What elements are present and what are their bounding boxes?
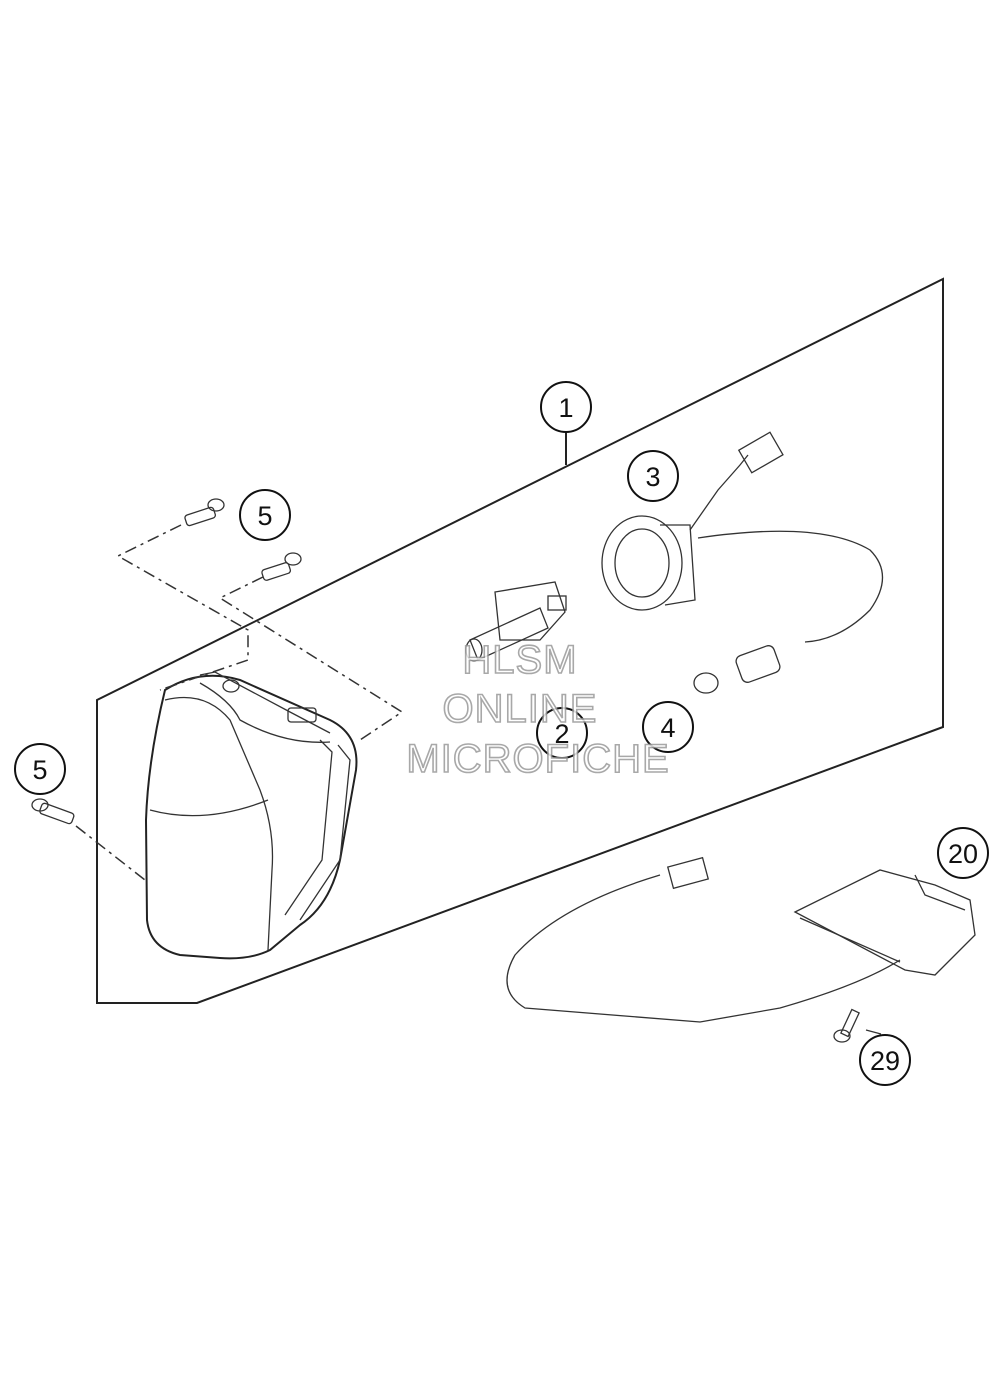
- callout-2-label: 2: [554, 719, 569, 749]
- callout-1: 1: [540, 381, 592, 433]
- parking-bulb: [693, 645, 781, 694]
- callout-29-label: 29: [870, 1046, 900, 1076]
- callout-5-left-label: 5: [32, 755, 47, 785]
- screw-29: [833, 1008, 860, 1043]
- callout-4-label: 4: [660, 713, 675, 743]
- callout-29: 29: [859, 1034, 911, 1086]
- callout-3: 3: [627, 450, 679, 502]
- screw-left: [31, 798, 75, 825]
- watermark-line-2: ONLINE: [443, 687, 598, 731]
- watermark-line-1: HLSM: [462, 638, 577, 682]
- headlight-bulb: [465, 581, 567, 662]
- callout-5-top-label: 5: [257, 501, 272, 531]
- bulb-socket: [601, 431, 883, 643]
- callout-3-label: 3: [645, 462, 660, 492]
- callout-4: 4: [642, 701, 694, 753]
- callout-5-left: 5: [14, 743, 66, 795]
- callout-2: 2: [536, 707, 588, 759]
- callout-20-label: 20: [948, 839, 978, 869]
- assembly-group-frame: [96, 277, 944, 1004]
- screw-top: [184, 498, 225, 527]
- watermark-line-3: MICROFICHE: [406, 737, 669, 781]
- watermark: HLSM ONLINE MICROFICHE: [406, 637, 670, 782]
- leader-lines: [75, 524, 404, 881]
- headlight-housing: [144, 671, 358, 960]
- aux-light-harness: [506, 856, 976, 1023]
- screw-middle: [261, 552, 302, 581]
- callout-1-label: 1: [558, 393, 573, 423]
- callout-20: 20: [937, 827, 989, 879]
- callout-5-top: 5: [239, 489, 291, 541]
